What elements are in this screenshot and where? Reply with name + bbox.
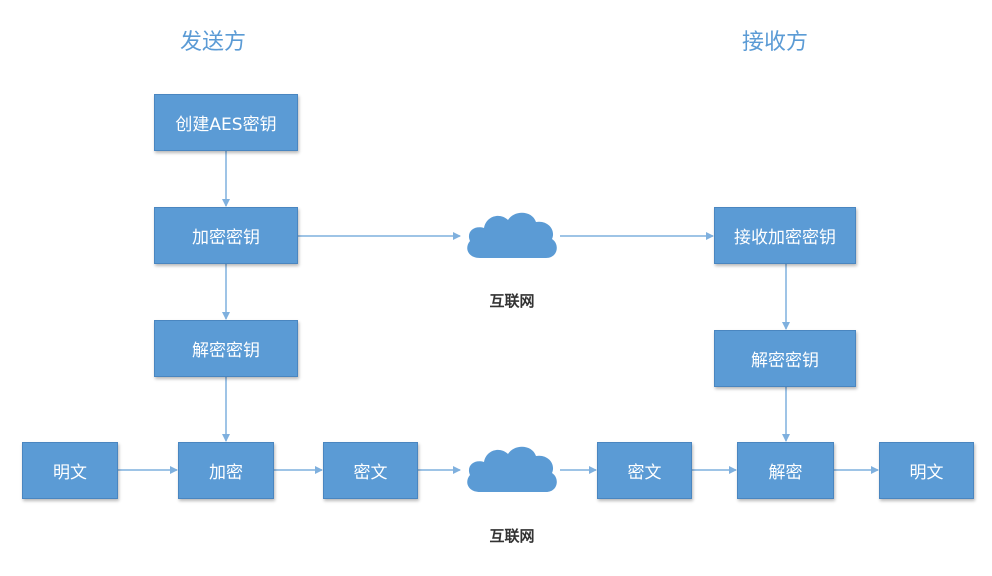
receive-encrypted-key-box: 接收加密密钥	[714, 207, 856, 264]
create-aes-key-box: 创建AES密钥	[154, 94, 298, 151]
internet-label: 互联网	[489, 527, 535, 545]
encrypt-box: 加密	[178, 442, 274, 499]
receiver-plaintext-box: 明文	[879, 442, 974, 499]
internet-label: 互联网	[489, 292, 535, 310]
encrypt-key-box: 加密密钥	[154, 207, 298, 264]
sender-ciphertext-box: 密文	[323, 442, 418, 499]
receiver-decrypt-key-box: 解密密钥	[714, 330, 856, 387]
internet-cloud-icon	[467, 212, 557, 258]
receiver-heading: 接收方	[742, 30, 809, 55]
internet-cloud-icon	[467, 446, 557, 492]
decrypt-box: 解密	[737, 442, 834, 499]
receiver-ciphertext-box: 密文	[597, 442, 692, 499]
sender-decrypt-key-box: 解密密钥	[154, 320, 298, 377]
sender-plaintext-box: 明文	[22, 442, 118, 499]
sender-heading: 发送方	[180, 30, 247, 55]
